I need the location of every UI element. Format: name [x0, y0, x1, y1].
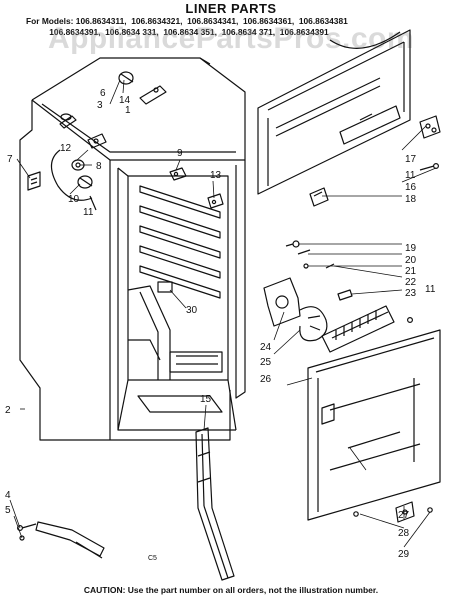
diagram-title: LINER PARTS [185, 1, 277, 16]
callout-8: 8 [96, 161, 102, 172]
callout-1: 1 [125, 105, 131, 116]
lower-cover-panel [307, 329, 441, 523]
callout-6: 6 [100, 88, 106, 99]
callout-23: 23 [405, 288, 417, 299]
callout-9: 9 [177, 148, 183, 159]
callout-15: 15 [200, 394, 212, 405]
callout-4: 4 [5, 490, 11, 501]
callout-27: 27 [398, 510, 410, 521]
model-list: For Models: 106.8634311, 106.8634321, 10… [26, 16, 446, 38]
callout-17: 17 [405, 154, 417, 165]
callout-11-thermostat: 11 [83, 207, 94, 218]
callout-13: 13 [210, 170, 222, 181]
damper-assembly [263, 240, 414, 353]
drain-trough [195, 427, 235, 581]
caution-note: CAUTION: Use the part number on all orde… [83, 585, 379, 595]
callout-3: 3 [97, 100, 103, 111]
callout-20: 20 [405, 255, 417, 266]
callout-21: 21 [405, 266, 417, 277]
callout-16: 16 [405, 182, 417, 193]
callout-2: 2 [5, 405, 11, 416]
callout-11-damper: 11 [425, 284, 436, 295]
wall-clips [169, 167, 224, 209]
callout-10: 10 [68, 194, 80, 205]
callout-5: 5 [5, 505, 11, 516]
upper-control-parts [59, 71, 167, 149]
thermostat-assembly [27, 149, 97, 211]
callout-19: 19 [405, 243, 417, 254]
cabinet-liner [19, 57, 246, 441]
callout-14: 14 [119, 95, 131, 106]
watermark: AppliancePartsPros.com [47, 22, 415, 55]
rear-panel [257, 29, 441, 207]
callout-30: 30 [186, 305, 198, 316]
callout-26: 26 [260, 374, 272, 385]
callout-28: 28 [398, 528, 410, 539]
callout-29: 29 [398, 549, 410, 560]
callout-7: 7 [7, 154, 13, 165]
callout-24: 24 [260, 342, 272, 353]
model-list-line-1: For Models: 106.8634311, 106.8634321, 10… [26, 16, 348, 26]
callout-numbers: 1 2 3 4 5 6 7 8 9 10 11 11 11 12 13 14 1… [5, 88, 436, 562]
callout-11-panel: 11 [405, 170, 416, 181]
callout-25: 25 [260, 357, 272, 368]
callout-18: 18 [405, 194, 417, 205]
callout-22: 22 [405, 277, 417, 288]
leader-lines [9, 79, 437, 548]
lower-hinge [17, 521, 105, 559]
model-list-line-2: 106.8634391, 106.8634 331, 106.8634 351,… [26, 27, 329, 37]
callout-12: 12 [60, 143, 72, 154]
figure-code: C5 [148, 555, 157, 562]
